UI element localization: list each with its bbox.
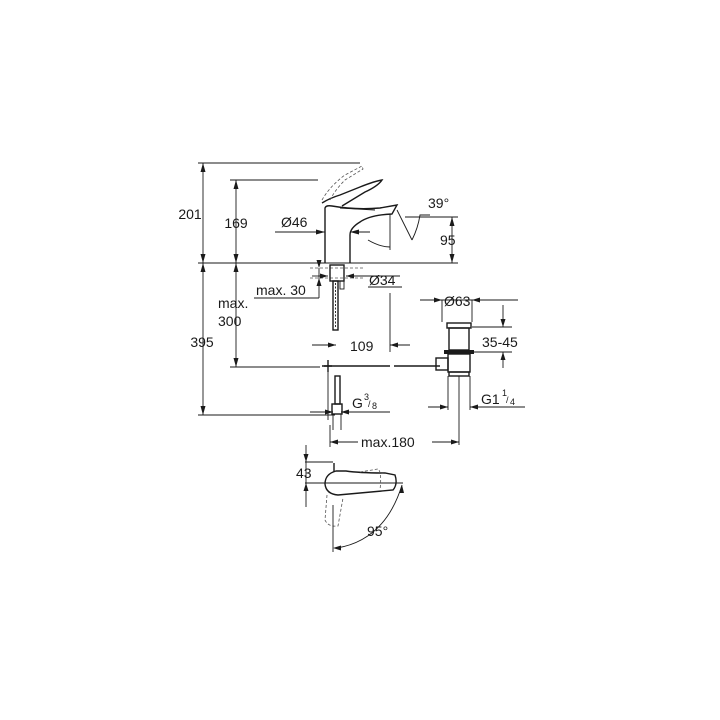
label-d34: Ø34 [369, 272, 396, 288]
label-g38-num: 3 [364, 392, 369, 402]
label-d63: Ø63 [444, 293, 471, 309]
label-395: 395 [190, 334, 214, 350]
label-35-45: 35-45 [482, 334, 518, 350]
dimension-201 [200, 163, 206, 263]
dimension-d34: Ø34 [312, 272, 402, 288]
label-g114-num: 1 [502, 388, 507, 398]
dimension-max-180: max.180 [329, 425, 459, 450]
label-39-deg: 39° [428, 195, 449, 211]
label-300: 300 [218, 313, 242, 329]
label-g38-den: 8 [372, 401, 377, 411]
label-g38-main: G [352, 395, 363, 411]
pop-up-drain [435, 322, 474, 445]
dimension-395 [200, 263, 206, 415]
label-109: 109 [350, 338, 374, 354]
pop-up-rod [322, 360, 440, 430]
label-169: 169 [224, 215, 248, 231]
dimension-169 [233, 180, 239, 263]
label-max: max. [218, 295, 248, 311]
label-g114-main: G1 [481, 391, 500, 407]
dimension-max-300 [233, 263, 239, 367]
dimension-d63: Ø63 [420, 293, 518, 322]
faucet-body [321, 165, 399, 263]
label-43: 43 [296, 465, 312, 481]
dimension-max-30: max. 30 [254, 260, 322, 299]
label-d46: Ø46 [281, 214, 308, 230]
label-201: 201 [178, 206, 202, 222]
dimension-39-deg: 39° [367, 195, 449, 250]
label-95: 95 [440, 232, 456, 248]
label-max-180: max.180 [361, 434, 415, 450]
dimension-g114: G1 1 / 4 [428, 376, 525, 410]
label-95-deg: 95° [367, 523, 388, 539]
deck-mounting [310, 264, 365, 331]
dimension-35-45: 35-45 [472, 305, 518, 368]
dimension-d46: Ø46 [275, 214, 370, 235]
dimension-109: 109 [312, 293, 410, 354]
label-max-30: max. 30 [256, 282, 306, 298]
label-g38-slash: / [368, 399, 371, 409]
faucet-top-view: 43 95° [296, 445, 404, 552]
label-g114-den: 4 [510, 397, 515, 407]
dimension-95: 95 [405, 216, 458, 263]
extension-lines [198, 162, 458, 416]
dimension-g38: G 3 / 8 [310, 392, 390, 415]
label-g114-slash: / [506, 395, 509, 405]
